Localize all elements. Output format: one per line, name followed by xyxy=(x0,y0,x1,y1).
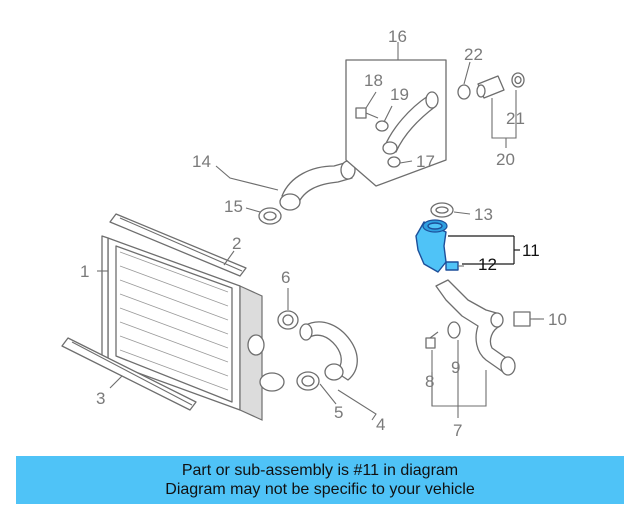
callout-5: 5 xyxy=(334,403,343,422)
upper-seal-strip-part[interactable] xyxy=(109,213,247,277)
seal-21-part[interactable] xyxy=(511,72,525,88)
caption-banner: Part or sub-assembly is #11 in diagram D… xyxy=(16,456,624,504)
callout-19: 19 xyxy=(390,85,409,104)
callout-8: 8 xyxy=(425,372,434,391)
lower-seal-strip-part[interactable] xyxy=(61,337,197,411)
callout-11: 11 xyxy=(522,241,540,260)
callout-17: 17 xyxy=(416,152,435,171)
leader-lines-highlight xyxy=(448,235,520,265)
callout-3: 3 xyxy=(96,389,105,408)
seal-19-part[interactable] xyxy=(375,120,389,132)
bolt-12-part[interactable] xyxy=(445,261,464,271)
highlighted-hose-part-11[interactable] xyxy=(415,219,448,273)
hose-clamp-6-part[interactable] xyxy=(277,310,299,330)
caption-line-1: Part or sub-assembly is #11 in diagram xyxy=(181,462,459,479)
callout-13: 13 xyxy=(474,205,493,224)
callout-12: 12 xyxy=(478,255,497,274)
callout-6: 6 xyxy=(281,268,290,287)
callout-16: 16 xyxy=(388,27,407,46)
callout-1: 1 xyxy=(80,262,89,281)
hose-clamp-13-part[interactable] xyxy=(430,202,454,218)
leader-lines xyxy=(97,42,544,421)
callout-9: 9 xyxy=(451,358,460,377)
connector-20-part[interactable] xyxy=(476,75,505,99)
callout-18: 18 xyxy=(364,71,383,90)
callout-10: 10 xyxy=(548,310,567,329)
hose-clamp-5-part[interactable] xyxy=(296,363,344,391)
callout-21: 21 xyxy=(506,109,525,128)
seal-9-part[interactable] xyxy=(447,321,461,339)
callout-20: 20 xyxy=(496,150,515,169)
bolt-8-part[interactable] xyxy=(425,331,439,349)
callout-4: 4 xyxy=(376,415,385,434)
callout-labels: 1 2 3 4 5 6 7 8 9 10 11 12 13 14 15 16 1… xyxy=(80,27,567,440)
upper-hose-part[interactable] xyxy=(279,160,356,211)
caption-line-2: Diagram may not be specific to your vehi… xyxy=(165,481,475,498)
sensor-10-part[interactable] xyxy=(513,311,540,327)
bolt-18-part[interactable] xyxy=(355,107,379,119)
callout-2: 2 xyxy=(232,234,241,253)
callout-22: 22 xyxy=(464,45,483,64)
hose-clamp-15-part[interactable] xyxy=(258,207,282,225)
connector-22-part[interactable] xyxy=(457,84,471,100)
charge-pipe-part[interactable] xyxy=(435,279,516,376)
intercooler-part[interactable] xyxy=(101,235,285,421)
callout-14: 14 xyxy=(192,152,211,171)
detail-box-16[interactable] xyxy=(345,59,447,187)
callout-7: 7 xyxy=(453,421,462,440)
callout-15: 15 xyxy=(224,197,243,216)
